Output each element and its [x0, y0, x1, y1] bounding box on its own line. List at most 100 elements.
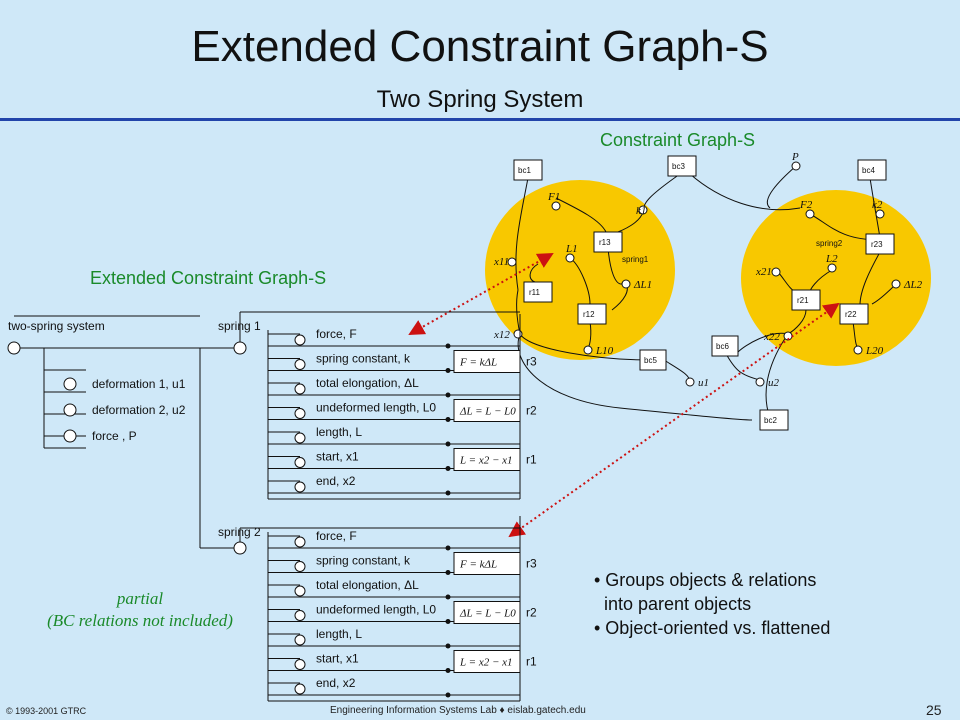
spring1-attr-label: end, x2 [316, 474, 356, 488]
page-number: 25 [926, 702, 942, 718]
extended-tree [14, 311, 520, 549]
spring1-attr-node [294, 334, 306, 346]
spring1-attr-node [294, 432, 306, 444]
var-u2: u2 [768, 377, 780, 389]
r23-label: r23 [871, 240, 883, 249]
spring1-relation-eq: L = x2 − x1 [459, 455, 513, 467]
r21-label: r21 [797, 296, 809, 305]
var-p: P [791, 151, 799, 163]
var-k2: k2 [872, 199, 883, 211]
spring1-relation-box [453, 350, 521, 373]
spring1-attr-label: undeformed length, L0 [316, 401, 436, 415]
bullet-list: • Groups objects & relations into parent… [594, 568, 830, 640]
spring2-attr-node [294, 683, 306, 695]
root-node [7, 341, 21, 355]
spring2-attr-label: force, F [316, 529, 357, 543]
spring1-attr-node [294, 408, 306, 419]
spring1-attr-label: start, x1 [316, 450, 359, 464]
var-dl1: ΔL1 [633, 279, 652, 291]
spring1-relation-name: r1 [526, 453, 537, 467]
bc4-label: bc4 [862, 166, 875, 175]
root-label: two-spring system [8, 319, 105, 333]
spring2-relation-eq: F = kΔL [459, 559, 497, 571]
spring1-attr-label: length, L [316, 425, 362, 439]
var-l10: L10 [595, 345, 614, 357]
var-x12: x12 [493, 329, 510, 341]
spring2-attr-node [294, 610, 306, 621]
spring1-relation-box [453, 399, 521, 422]
bc6-label: bc6 [716, 342, 729, 351]
bc2-label: bc2 [764, 416, 777, 425]
var-dl2: ΔL2 [903, 279, 923, 291]
spring1-attr-node [294, 359, 306, 370]
spring1-attr-node [294, 457, 306, 468]
var-k1: k1 [636, 205, 646, 217]
spring2-relation-box [453, 552, 521, 575]
partial-note: partial (BC relations not included) [40, 588, 240, 632]
spring2-relation-name: r2 [526, 606, 537, 620]
var-f2: F2 [799, 199, 813, 211]
spring2-label: spring 2 [218, 525, 261, 539]
spring1-relation-name: r2 [526, 404, 537, 418]
deformation1-node [63, 377, 77, 391]
bc5-label: bc5 [644, 356, 657, 365]
var-x11: x11 [493, 256, 509, 268]
bc3-label: bc3 [672, 162, 685, 171]
page-subtitle: Two Spring System [376, 86, 584, 113]
r22-label: r22 [845, 310, 857, 319]
var-f1: F1 [547, 191, 560, 203]
extended-graph-label: Extended Constraint Graph-S [90, 268, 327, 288]
spring2-attr-label: undeformed length, L0 [316, 603, 436, 617]
spring2-relation-box [453, 650, 521, 673]
spring2-attr-node [294, 536, 306, 548]
spring2-attr-node [294, 585, 306, 597]
bullet-2: • Object-oriented vs. flattened [594, 618, 831, 638]
spring2-attr-label: total elongation, ΔL [316, 578, 419, 592]
title-divider [0, 118, 960, 121]
var-x22: x22 [763, 331, 780, 343]
spring1-label: spring 1 [218, 319, 261, 333]
var-l20: L20 [865, 345, 884, 357]
spring2-block: force, F spring constant, k total elongati… [267, 516, 537, 702]
spring2-attr-label: length, L [316, 627, 362, 641]
spring1-attr-node [294, 481, 306, 493]
r11-label: r11 [529, 288, 541, 297]
var-l2: L2 [825, 253, 838, 265]
spring2-attr-label: start, x1 [316, 652, 359, 666]
spring2-relation-name: r3 [526, 557, 537, 571]
spring1-attr-node [294, 383, 306, 395]
correspondence-arrow-1 [408, 253, 554, 335]
spring2-group-label: spring2 [816, 239, 843, 248]
bc1-label: bc1 [518, 166, 531, 175]
spring1-group-label: spring1 [622, 255, 649, 264]
var-u1: u1 [698, 377, 709, 389]
spring2-attr-node [294, 634, 306, 646]
spring1-relation-box [453, 448, 521, 471]
deformation1-label: deformation 1, u1 [92, 377, 186, 391]
r12-label: r12 [583, 310, 595, 319]
var-x21: x21 [755, 266, 772, 278]
constraint-graph: bc1 bc3 bc4 bc5 bc6 bc2 r13 r11 r12 r23 … [485, 151, 931, 431]
spring1-relation-eq: F = kΔL [459, 357, 497, 369]
deformation2-node [63, 403, 77, 417]
var-l1: L1 [565, 243, 578, 255]
correspondence-arrow-2 [508, 302, 840, 538]
force-p-node [63, 429, 77, 443]
spring1-relation-eq: ΔL = L − L0 [459, 406, 516, 418]
spring2-attr-node [294, 561, 306, 572]
spring2-node [233, 541, 247, 555]
constraint-graph-label: Constraint Graph-S [600, 130, 756, 150]
spring2-attr-label: end, x2 [316, 676, 356, 690]
footer-lab: Engineering Information Systems Lab ♦ ei… [330, 705, 586, 716]
footer-copyright: © 1993-2001 GTRC [6, 706, 87, 716]
partial-note-line1: partial [116, 589, 164, 608]
spring2-attr-label: spring constant, k [316, 554, 411, 568]
spring2-attr-node [294, 659, 306, 670]
bullet-1: • Groups objects & relations [594, 570, 817, 590]
spring1-relation-name: r3 [526, 355, 537, 369]
page-title: Extended Constraint Graph-S [191, 22, 769, 71]
spring2-relation-eq: ΔL = L − L0 [459, 608, 516, 620]
deformation2-label: deformation 2, u2 [92, 403, 186, 417]
